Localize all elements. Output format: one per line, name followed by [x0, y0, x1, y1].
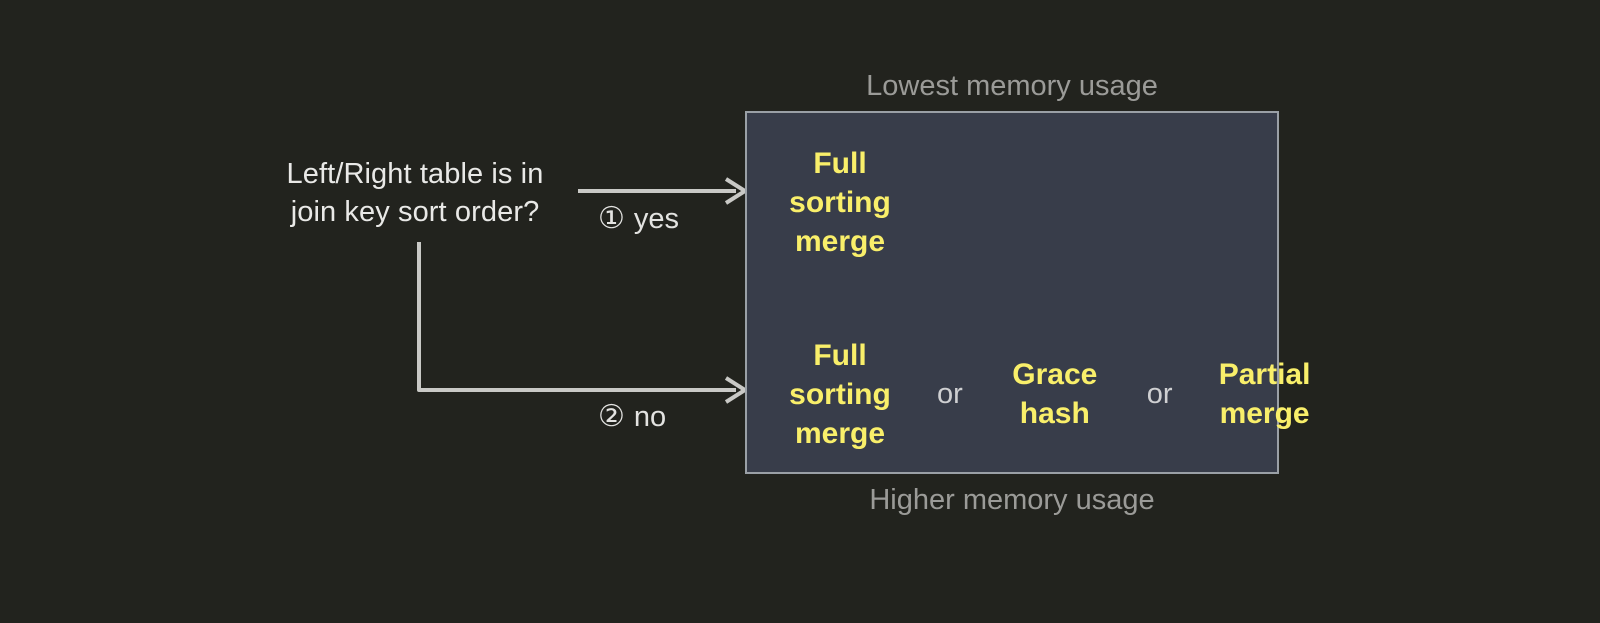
option-full-sorting-merge-unsorted: Full sorting merge — [789, 338, 891, 450]
sorted-options-row: Full sorting merge — [747, 127, 1277, 277]
option-full-sorting-merge-sorted: Full sorting merge — [789, 146, 891, 258]
option-separator-2: or — [1146, 378, 1173, 410]
decision-question: Left/Right table is in join key sort ord… — [286, 158, 544, 228]
branch-marker-1: ① — [598, 202, 625, 235]
branch-text-2: no — [633, 401, 667, 433]
option-grace-hash: Grace hash — [1012, 358, 1098, 430]
caption-higher-memory: Higher memory usage — [869, 484, 1155, 516]
branch-text-1: yes — [633, 203, 680, 235]
arrowhead-no — [724, 376, 749, 404]
option-separator-1: or — [937, 378, 963, 410]
arrowhead-yes — [724, 177, 749, 205]
option-partial-merge: Partial merge — [1218, 358, 1311, 430]
unsorted-options-row: Full sorting merge or Grace hash or Part… — [747, 319, 1310, 469]
connector-no-line — [417, 242, 736, 392]
join-options-panel: Full sorting merge Full sorting merge or… — [745, 111, 1310, 474]
caption-lowest-memory: Lowest memory usage — [866, 70, 1158, 102]
branch-marker-2: ② — [598, 400, 625, 433]
